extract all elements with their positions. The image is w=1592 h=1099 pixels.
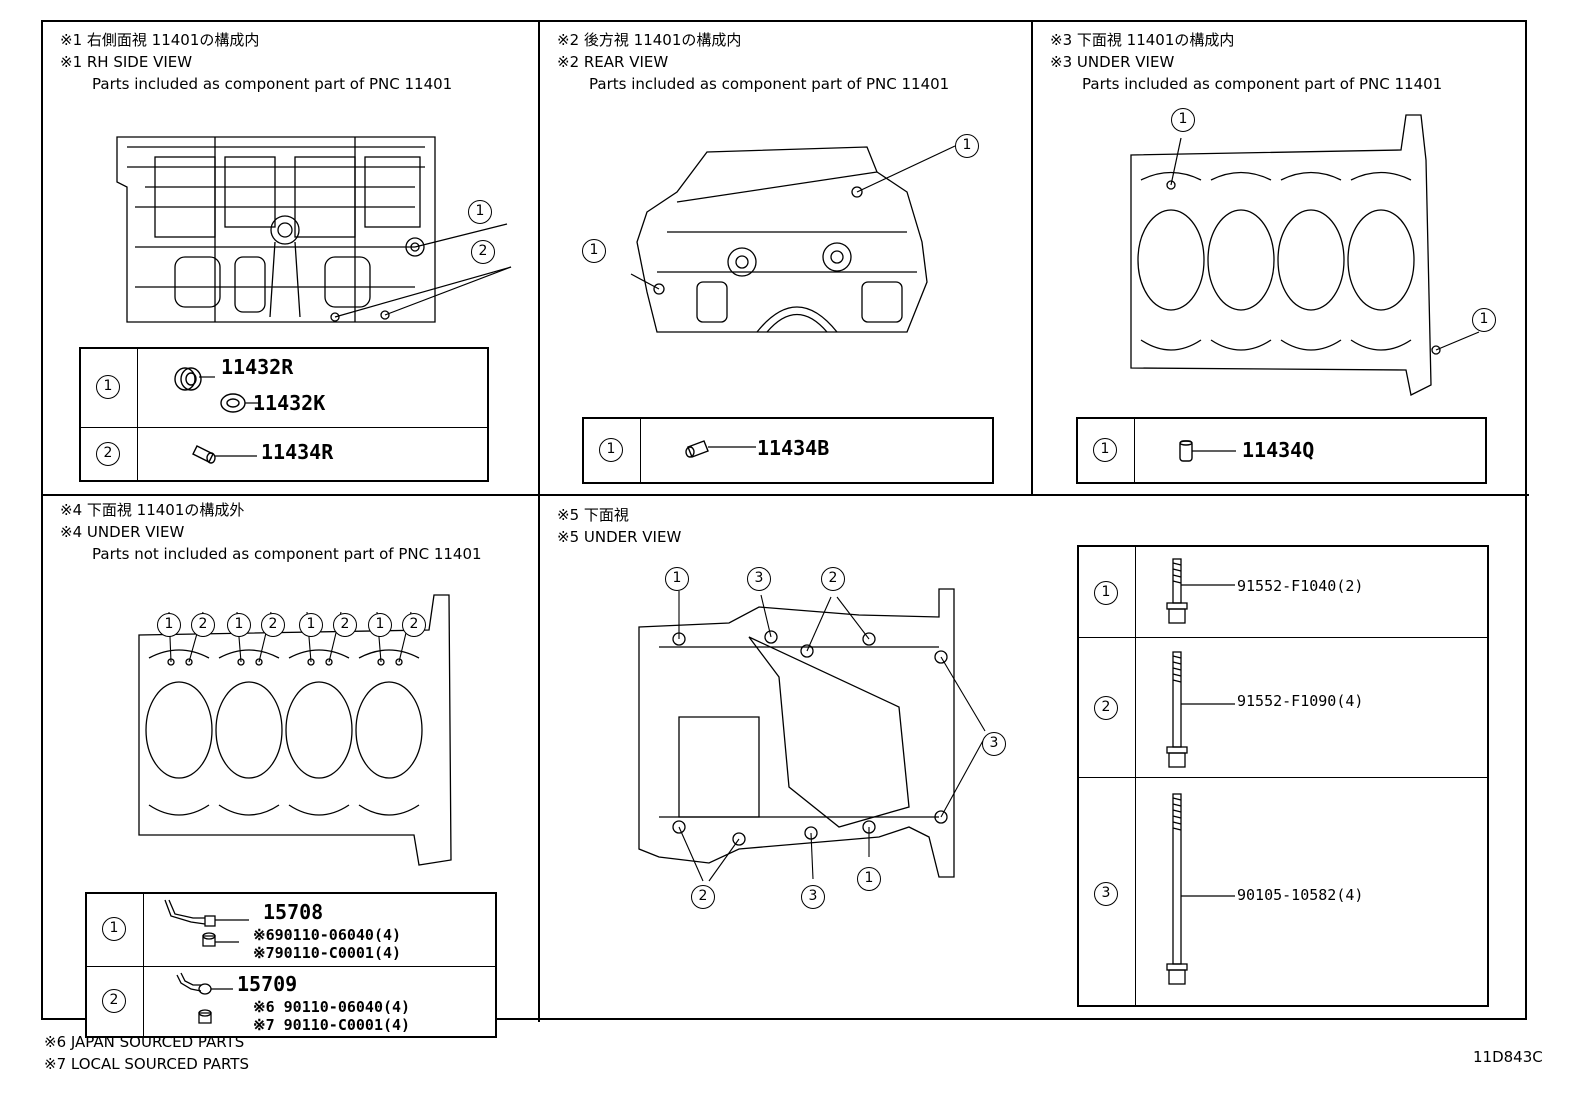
table-row: 2 11434R	[81, 427, 487, 482]
part-number[interactable]: ※690110-06040(4)	[253, 926, 402, 944]
row-number: 1	[1093, 438, 1117, 462]
footnote-local: ※7 LOCAL SOURCED PARTS	[44, 1055, 249, 1073]
part-number[interactable]: 15709	[237, 972, 298, 996]
footnote-japan: ※6 JAPAN SOURCED PARTS	[44, 1033, 245, 1051]
bolt-icon	[1166, 558, 1235, 624]
row-number: 1	[599, 438, 623, 462]
row-number: 1	[102, 917, 126, 941]
table-row: 1 11434B	[584, 419, 992, 482]
oil-pan-under-illustration	[638, 588, 986, 882]
callout-2: 2	[191, 613, 215, 637]
part-number[interactable]: ※6 90110-06040(4)	[253, 998, 411, 1016]
row-number: 1	[96, 375, 120, 399]
callout-1: 1	[1171, 108, 1195, 132]
panel-title-jp: ※3 下面視 11401の構成内	[1050, 31, 1235, 49]
panel-title-en: ※4 UNDER VIEW	[60, 523, 185, 541]
panel-title-en: ※3 UNDER VIEW	[1050, 53, 1175, 71]
callout-1: 1	[857, 867, 881, 891]
callout-1: 1	[665, 567, 689, 591]
bolt-icon	[1166, 793, 1235, 985]
callout-1: 1	[582, 239, 606, 263]
part-number[interactable]: 11434R	[261, 440, 334, 464]
panel-title-en: ※5 UNDER VIEW	[557, 528, 682, 546]
panel-title-jp: ※5 下面視	[557, 506, 629, 524]
parts-table-under-4: 1 15708 ※690110-06040(4) ※790110-C0001(4…	[85, 892, 497, 1038]
callout-2: 2	[261, 613, 285, 637]
engine-block-side-illustration	[116, 136, 512, 323]
callout-2: 2	[471, 240, 495, 264]
panel-subtitle: Parts included as component part of PNC …	[92, 75, 453, 93]
oil-jet-icon	[164, 899, 249, 947]
plug-icon	[174, 367, 261, 413]
callout-1: 1	[1472, 308, 1496, 332]
panel-title-jp: ※1 右側面視 11401の構成内	[60, 31, 260, 49]
table-row: 1 15708 ※690110-06040(4) ※790110-C0001(4…	[87, 894, 495, 966]
part-number[interactable]: 90105-10582(4)	[1237, 886, 1364, 904]
engine-block-rear-illustration	[630, 145, 956, 333]
callout-2: 2	[691, 885, 715, 909]
panel-rh-side-view: ※1 右側面視 11401の構成内 ※1 RH SIDE VIEW Parts …	[43, 22, 539, 495]
dowel-pin-icon	[192, 445, 257, 464]
panel-under-view-5: ※5 下面視 ※5 UNDER VIEW 1 3	[539, 495, 1529, 1022]
row-number: 1	[1094, 581, 1118, 605]
panel-title-jp: ※2 後方視 11401の構成内	[557, 31, 742, 49]
row-number: 2	[1094, 696, 1118, 720]
row-number: 2	[96, 442, 120, 466]
callout-3: 3	[747, 567, 771, 591]
panel-subtitle: Parts not included as component part of …	[92, 545, 482, 563]
part-number[interactable]: 91552-F1090(4)	[1237, 692, 1364, 710]
table-row: 1 11432R 11432K	[81, 349, 487, 427]
part-number[interactable]: 11434Q	[1242, 438, 1315, 462]
engine-block-under-illustration	[1130, 114, 1480, 396]
parts-table-rear: 1 11434B	[582, 417, 994, 484]
table-row: 2 91552-F1090(4)	[1079, 637, 1487, 777]
bolt-icon	[1166, 651, 1235, 768]
callout-1: 1	[227, 613, 251, 637]
callout-2: 2	[402, 613, 426, 637]
callout-1: 1	[299, 613, 323, 637]
callout-3: 3	[801, 885, 825, 909]
diagram-frame: ※1 右側面視 11401の構成内 ※1 RH SIDE VIEW Parts …	[41, 20, 1529, 1038]
callout-1: 1	[157, 613, 181, 637]
dowel-pin-icon	[685, 440, 756, 458]
parts-table-under-3: 1 11434Q	[1076, 417, 1487, 484]
callout-2: 2	[821, 567, 845, 591]
table-row: 3 90105-10582(4)	[1079, 777, 1487, 1007]
part-number[interactable]: 15708	[263, 900, 324, 924]
row-number: 2	[102, 989, 126, 1013]
panel-title-en: ※2 REAR VIEW	[557, 53, 669, 71]
diagram-code: 11D843C	[1473, 1048, 1543, 1066]
panel-title-jp: ※4 下面視 11401の構成外	[60, 501, 245, 519]
parts-table-bolts: 1 91552-F1040(2) 2	[1077, 545, 1489, 1007]
table-row: 1 91552-F1040(2)	[1079, 547, 1487, 637]
panel-under-view-4: ※4 下面視 11401の構成外 ※4 UNDER VIEW Parts not…	[43, 495, 539, 1038]
callout-1: 1	[955, 134, 979, 158]
panel-dividers	[43, 22, 1529, 1022]
part-number[interactable]: ※790110-C0001(4)	[253, 944, 402, 962]
callout-1: 1	[468, 200, 492, 224]
part-number[interactable]: 11432K	[253, 391, 326, 415]
part-number[interactable]: 11432R	[221, 355, 294, 379]
callout-2: 2	[333, 613, 357, 637]
table-row: 2 15709 ※6 90110-06040(4) ※7 90110-C0001…	[87, 966, 495, 1038]
row-number: 3	[1094, 882, 1118, 906]
parts-table-rh: 1 11432R 11432K 2	[79, 347, 489, 482]
panel-title-en: ※1 RH SIDE VIEW	[60, 53, 193, 71]
callout-1: 1	[368, 613, 392, 637]
part-number[interactable]: 91552-F1040(2)	[1237, 577, 1364, 595]
oil-jet-icon	[176, 972, 233, 1024]
callout-3: 3	[982, 732, 1006, 756]
part-number[interactable]: ※7 90110-C0001(4)	[253, 1016, 411, 1034]
panel-subtitle: Parts included as component part of PNC …	[589, 75, 950, 93]
panel-subtitle: Parts included as component part of PNC …	[1082, 75, 1443, 93]
table-row: 1 11434Q	[1078, 419, 1485, 482]
dowel-pin-icon	[1179, 440, 1236, 462]
part-number[interactable]: 11434B	[757, 436, 830, 460]
panel-under-view-3: ※3 下面視 11401の構成内 ※3 UNDER VIEW Parts inc…	[1032, 22, 1529, 495]
panel-rear-view: ※2 後方視 11401の構成内 ※2 REAR VIEW Parts incl…	[539, 22, 1032, 495]
